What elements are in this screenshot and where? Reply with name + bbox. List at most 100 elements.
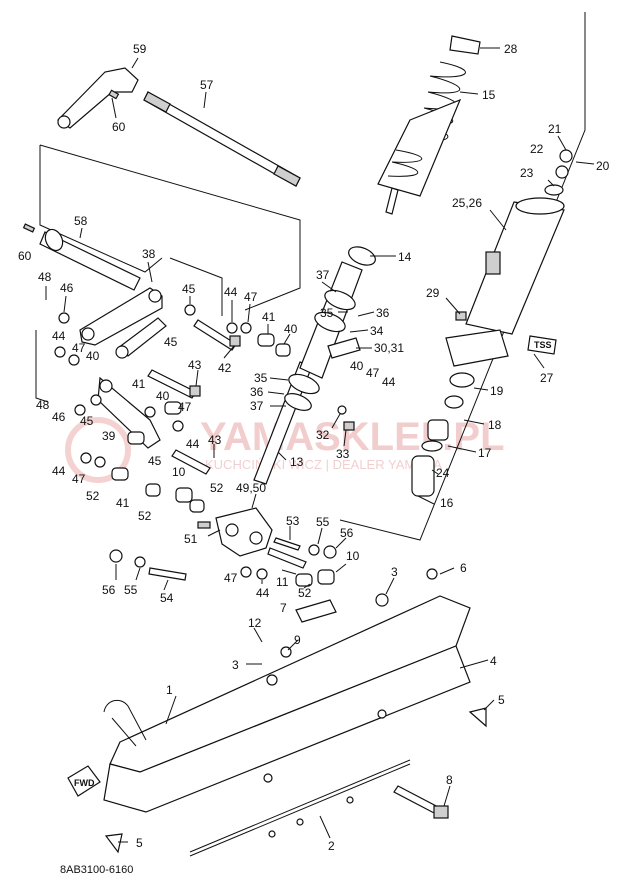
pivot-shaft-pin — [22, 223, 36, 233]
right-shock-base — [445, 329, 509, 367]
callout-44-c: 44 — [382, 375, 396, 389]
bracket-outline-left — [35, 330, 49, 403]
callout-23: 23 — [520, 166, 534, 180]
callout-3: 3 — [391, 565, 398, 579]
linkage-arms — [79, 287, 167, 449]
pivot-block — [197, 507, 273, 557]
callout-41-b: 41 — [132, 377, 146, 391]
callout-13: 13 — [290, 455, 304, 469]
linkage-group-outline-left — [39, 145, 163, 273]
bracket-7 — [295, 599, 337, 623]
callout-19: 19 — [490, 384, 504, 398]
callout-60: 60 — [112, 120, 126, 134]
wear-bar — [189, 759, 411, 857]
callout-54: 54 — [160, 591, 174, 605]
callout-40-b: 40 — [86, 349, 100, 363]
callout-8: 8 — [446, 773, 453, 787]
callout-46-b: 46 — [52, 410, 66, 424]
callout-10: 10 — [172, 465, 186, 479]
spring-sleeve — [377, 98, 462, 197]
callout-39: 39 — [102, 429, 116, 443]
link-arm-eye — [57, 115, 71, 129]
small-fasteners — [109, 544, 337, 587]
callout-36-b: 36 — [250, 385, 264, 399]
callout-28: 28 — [504, 42, 518, 56]
callout-53: 53 — [286, 514, 300, 528]
callout-17: 17 — [478, 446, 492, 460]
washers-left — [54, 304, 291, 513]
callout-34: 34 — [370, 324, 384, 338]
callout-43: 43 — [188, 358, 202, 372]
callout-44-f: 44 — [256, 586, 270, 600]
long-shaft-thread-b — [273, 165, 301, 187]
callout-56-b: 56 — [102, 583, 116, 597]
callout-3-b: 3 — [232, 658, 239, 672]
callout-25-26: 25,26 — [452, 196, 482, 210]
ski: FWD — [67, 568, 471, 813]
callout-40: 40 — [284, 322, 298, 336]
callout-47-b: 47 — [72, 341, 86, 355]
pivot-shaft-body — [39, 231, 141, 291]
callout-48-b: 48 — [36, 398, 50, 412]
arm-bushing-b — [148, 289, 162, 303]
callout-22: 22 — [530, 142, 544, 156]
callout-11: 11 — [276, 575, 289, 589]
spring — [377, 35, 481, 197]
callout-47-f: 47 — [224, 571, 238, 585]
callout-4: 4 — [490, 654, 497, 668]
shock-tag-text: TSS — [534, 340, 552, 350]
callout-52-d: 52 — [298, 586, 312, 600]
callout-47-e: 47 — [72, 472, 86, 486]
callout-46: 46 — [60, 281, 74, 295]
callout-45-d: 45 — [148, 454, 162, 468]
link-arm-pin — [108, 89, 120, 100]
callout-40-d: 40 — [156, 389, 170, 403]
callout-44-d: 44 — [186, 437, 200, 451]
rear-arm-left — [79, 287, 163, 346]
watermark-logo-ring — [65, 417, 131, 483]
callout-47: 47 — [244, 290, 258, 304]
callout-35: 35 — [320, 306, 334, 320]
callout-37: 37 — [316, 268, 330, 282]
callout-1: 1 — [166, 683, 173, 697]
fwd-arrow — [67, 765, 101, 797]
callout-5-b: 5 — [136, 836, 143, 850]
callout-33: 33 — [336, 447, 350, 461]
callout-47-c: 47 — [366, 366, 380, 380]
group-outlines — [35, 12, 586, 541]
callout-56: 56 — [340, 526, 354, 540]
screws-5 — [104, 707, 487, 854]
callout-15: 15 — [482, 88, 496, 102]
fwd-arrow-label: FWD — [74, 778, 95, 788]
callout-42: 42 — [218, 361, 232, 375]
callout-59: 59 — [133, 42, 147, 56]
callout-52-c: 52 — [138, 509, 152, 523]
arm-bushing-a — [81, 327, 95, 341]
ski-body — [103, 645, 471, 813]
callout-18: 18 — [488, 418, 502, 432]
callout-9: 9 — [294, 633, 301, 647]
callout-36: 36 — [376, 306, 390, 320]
callout-10-b: 10 — [346, 549, 360, 563]
callout-44-e: 44 — [52, 464, 66, 478]
callout-52: 52 — [210, 481, 224, 495]
callout-2: 2 — [328, 839, 335, 853]
arm-bushing-d — [99, 379, 113, 393]
callout-44: 44 — [224, 285, 238, 299]
wear-bar-line — [189, 759, 411, 853]
callout-40-c: 40 — [350, 359, 364, 373]
callout-45-b: 45 — [164, 335, 178, 349]
callout-57: 57 — [200, 78, 214, 92]
callout-60-b: 60 — [18, 249, 32, 263]
linkage-group-outline-top — [39, 144, 301, 311]
pivot-shaft-end — [44, 228, 64, 252]
callout-14: 14 — [398, 250, 412, 264]
callout-41-c: 41 — [116, 496, 130, 510]
spring-cap-28 — [449, 35, 481, 55]
callout-55-b: 55 — [124, 583, 138, 597]
watermark-sub-text: KUCHCIŃSKI WICZ | DEALER YAMAHA — [205, 457, 442, 472]
callout-35-b: 35 — [254, 371, 268, 385]
center-shock-top-rod — [385, 187, 399, 215]
